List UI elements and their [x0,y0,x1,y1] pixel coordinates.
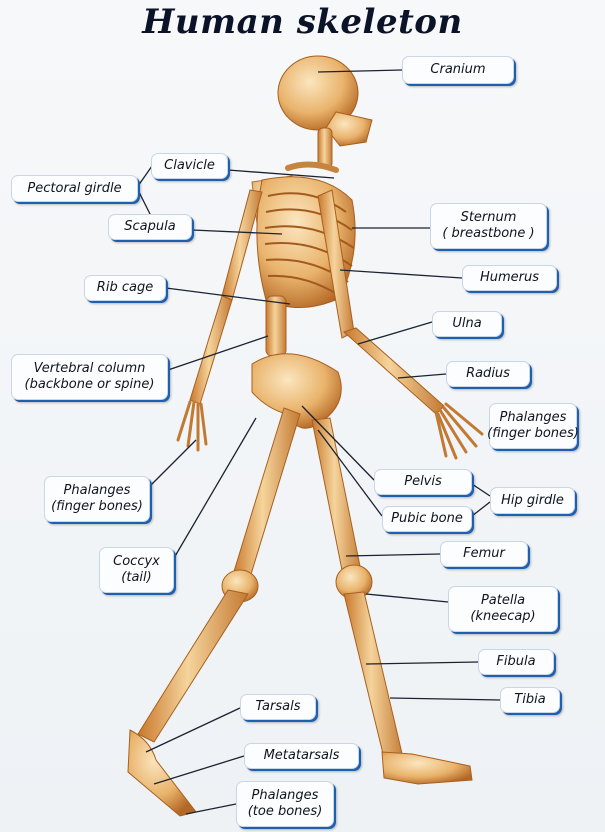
label-text: Clavicle [164,158,215,174]
label-text: Vertebral column [34,361,146,377]
label-ulna: Ulna [432,311,502,337]
label-text: Hip girdle [501,493,564,509]
leader-pectoral-to-clavicle [138,166,152,186]
label-text: Pubic bone [391,511,463,527]
label-subtext: (finger bones) [51,499,143,515]
label-tibia: Tibia [500,687,560,713]
label-pelvis: Pelvis [374,469,472,495]
label-text: Radius [466,366,510,382]
neck-vertebrae [318,128,332,168]
label-metatarsals: Metatarsals [244,743,359,769]
label-cranium: Cranium [402,56,514,84]
label-scapula: Scapula [108,214,192,240]
label-phalanges-toe: Phalanges(toe bones) [236,781,334,827]
label-text: Metatarsals [264,748,340,764]
label-fibula: Fibula [478,649,554,675]
label-text: Coccyx [113,554,160,570]
label-phalanges-finger-right: Phalanges(finger bones) [489,403,577,449]
left-hand [178,402,206,450]
label-subtext: (tail) [121,570,151,586]
front-tibia [344,592,404,766]
label-text: Fibula [496,654,535,670]
back-humerus [222,190,262,300]
jaw-shape [326,112,372,146]
label-sternum: Sternum( breastbone ) [430,203,547,249]
label-subtext: (toe bones) [248,804,323,820]
leader-tibia [390,698,500,700]
label-subtext: (finger bones) [487,426,579,442]
label-text: Cranium [430,62,485,78]
label-tarsals: Tarsals [240,694,316,720]
leader-humerus [340,270,462,278]
back-femur [232,408,300,584]
label-radius: Radius [446,361,530,387]
label-text: Phalanges [64,483,131,499]
leader-hip-to-pelvis [472,484,490,496]
label-text: Patella [481,593,525,609]
label-coccyx: Coccyx(tail) [99,547,174,593]
label-subtext: ( breastbone ) [442,226,534,242]
label-patella: Patella(kneecap) [448,586,558,632]
label-text: Pelvis [404,474,442,490]
leader-metatarsals [154,756,244,784]
label-hip-girdle: Hip girdle [490,487,575,514]
label-text: Rib cage [97,280,153,296]
leader-coccyx [174,418,256,558]
leader-femur [346,554,440,556]
leader-ulna [358,322,432,344]
back-tibia [138,590,248,742]
label-text: Scapula [124,219,175,235]
label-text: Tibia [514,692,545,708]
front-foot [382,752,472,784]
label-text: Phalanges [500,410,567,426]
label-text: Ulna [452,316,481,332]
label-vertebral-column: Vertebral column(backbone or spine) [11,354,168,400]
label-rib-cage: Rib cage [84,275,166,301]
label-clavicle: Clavicle [151,153,228,179]
label-text: Sternum [461,210,517,226]
label-pectoral-girdle: Pectoral girdle [11,175,138,202]
label-text: Humerus [480,270,539,286]
label-pubic-bone: Pubic bone [382,506,472,532]
label-humerus: Humerus [462,265,557,291]
label-text: Femur [463,546,505,562]
label-phalanges-finger-left: Phalanges(finger bones) [44,476,150,522]
label-femur: Femur [440,541,528,567]
leader-fibula [366,662,478,664]
label-text: Phalanges [252,788,319,804]
label-subtext: (kneecap) [470,609,535,625]
clavicle-shape [288,164,336,170]
label-subtext: (backbone or spine) [25,377,155,393]
leader-hip-to-pubic [472,502,490,516]
label-text: Pectoral girdle [27,181,121,197]
label-text: Tarsals [255,699,300,715]
lumbar-spine [266,296,286,356]
forearm-bones [344,328,444,414]
leader-patella [366,594,448,602]
leader-phalanges-finger-left [150,440,196,486]
right-hand [436,404,482,458]
back-foot [128,730,196,816]
